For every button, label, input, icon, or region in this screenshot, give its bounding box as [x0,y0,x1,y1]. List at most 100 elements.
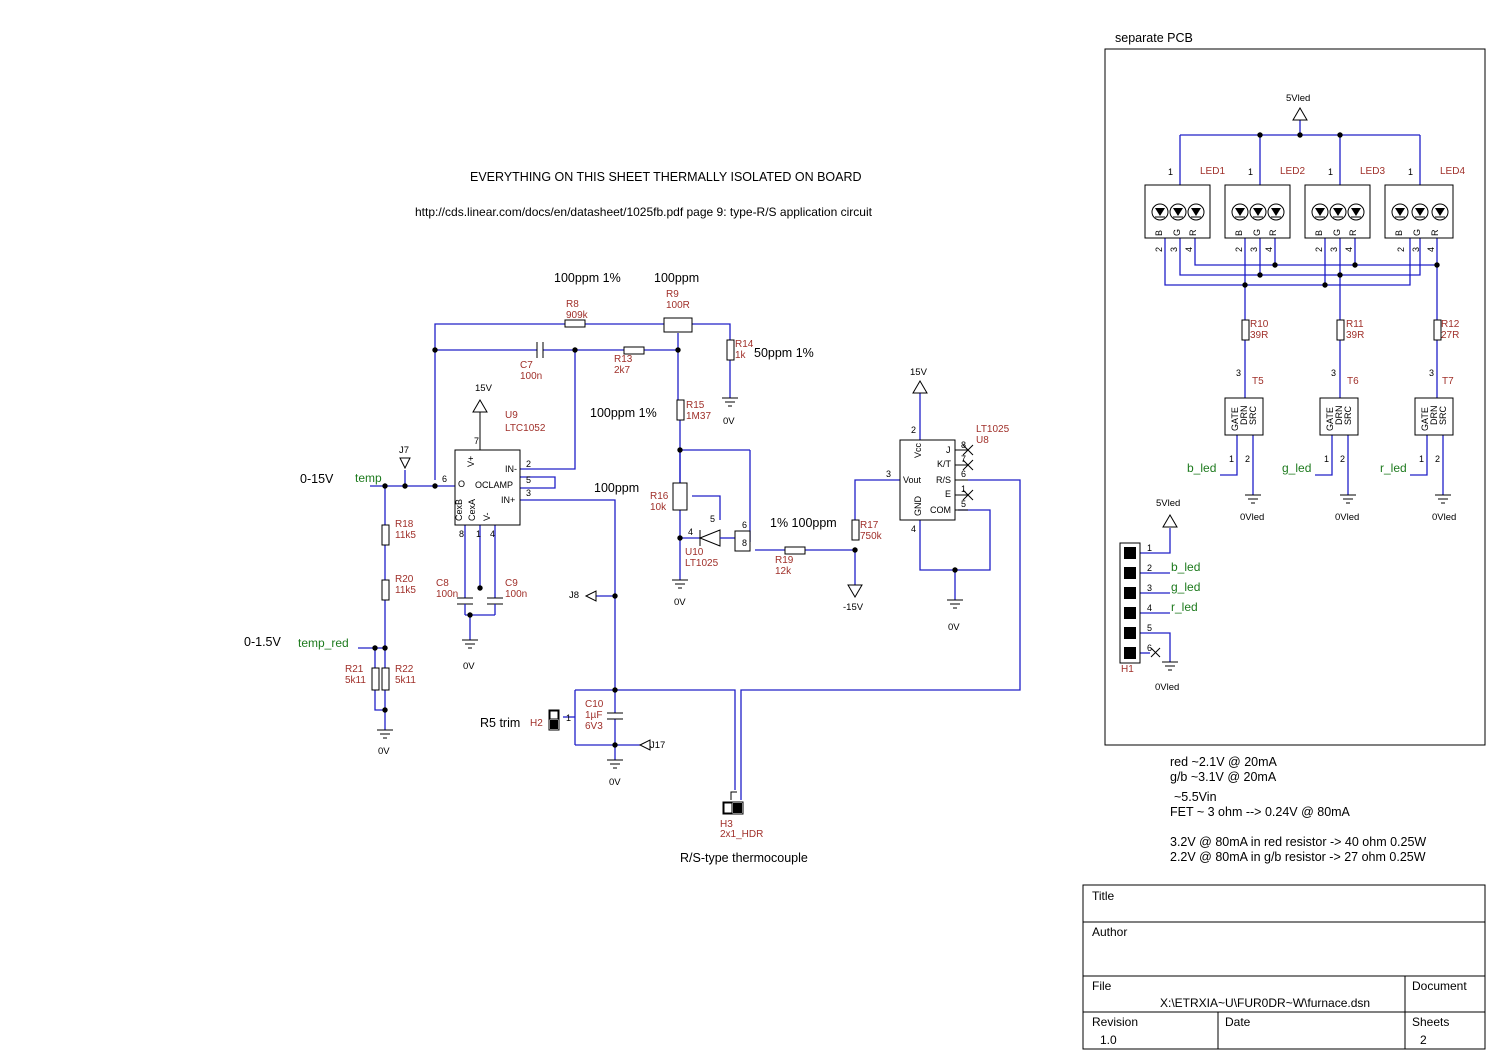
power-15v-u8: 15V [910,367,928,394]
led4: LED4 1 B G R 2 3 4 [1384,166,1465,252]
r21-ref: R21 [345,664,364,675]
r13-value: 2k7 [614,365,631,376]
gnd-u8-label: 0V [948,622,960,633]
led4-label: LED4 [1440,166,1465,177]
main-wires [358,323,1021,800]
ground-0vled-t6: 0Vled [1335,494,1359,523]
svg-text:B: B [1314,230,1324,236]
gnd-0vled-t7-label: 0Vled [1432,512,1456,523]
c10-ref: C10 [585,699,604,710]
tb-sheets-value: 2 [1420,1033,1427,1047]
svg-text:B: B [1234,230,1244,236]
svg-text:2: 2 [1154,247,1164,252]
svg-text:3: 3 [1236,368,1241,378]
net-b-led-h1: b_led [1171,560,1200,574]
svg-text:GATE: GATE [1325,407,1335,431]
r16-ref: R16 [650,491,669,502]
main-junctions [372,347,958,748]
resistor-r12: R12 27R [1433,319,1460,341]
r9-value: 100R [666,300,690,311]
capacitor-c7: C7 100n [520,342,544,382]
svg-text:3: 3 [886,469,891,479]
led-pcb-junctions [1242,132,1440,288]
r18-ref: R18 [395,519,414,530]
svg-text:G: G [1172,229,1182,236]
ground-r21: 0V [377,729,393,757]
svg-text:2: 2 [1147,563,1152,573]
annot-inplus-tol: 100ppm [594,481,639,495]
tb-file-value: X:\ETRXIA~U\FUR0DR~W\furnace.dsn [1160,996,1370,1010]
pwr-15v-u8-label: 15V [910,367,928,378]
svg-text:4: 4 [1264,247,1274,252]
svg-text:4: 4 [1426,247,1436,252]
u8-pin-vcc: Vcc [913,442,923,458]
ground-u10: 0V [672,579,688,608]
power-15v-u9: 15V [472,383,493,413]
ground-r14: 0V [722,397,738,427]
resistor-r20: R20 11k5 [381,574,416,601]
u9-value: LTC1052 [505,423,546,434]
r14-ref: R14 [735,339,754,350]
svg-text:R: R [1348,229,1358,236]
c7-value: 100n [520,371,542,382]
fet-t5: T5 3 GATE DRN SRC 1 2 [1224,368,1264,464]
svg-text:R: R [1188,229,1198,236]
u9-ref: U9 [505,410,518,421]
u8-pin-rs: R/S [936,475,951,485]
svg-text:8: 8 [742,538,747,548]
r10-value: 39R [1250,330,1268,341]
net-g-led-h1: g_led [1171,580,1200,594]
ground-0vled-h1: 0Vled [1155,661,1179,693]
svg-text:3: 3 [1249,247,1259,252]
resistor-r13: R13 2k7 [614,346,645,376]
led1-label: LED1 [1200,166,1225,177]
gnd-r21-label: 0V [378,746,390,757]
resistor-r14: R14 1k [726,339,754,361]
annot-r5-trim: R5 trim [480,716,520,730]
u8-pin-com: COM [930,505,951,515]
ic-u8-lt1025: LT1025 U8 2 Vcc 3 Vout GND 4 J K/T R/S E… [886,424,1010,534]
separate-pcb-label: separate PCB [1115,31,1193,45]
svg-text:R: R [1430,229,1440,236]
svg-text:2: 2 [1435,454,1440,464]
svg-text:7: 7 [474,436,479,446]
led-note-5: 3.2V @ 80mA in red resistor -> 40 ohm 0.… [1170,835,1426,849]
u8-ref: U8 [976,435,989,446]
svg-text:6: 6 [1147,643,1152,653]
u9-pin-cexa: CexA [467,499,477,521]
j7-label: J7 [399,445,409,456]
svg-text:4: 4 [1344,247,1354,252]
svg-text:G: G [1332,229,1342,236]
resistor-r17: R17 750k [851,519,883,542]
u8-pin-vout: Vout [903,475,922,485]
pwr-5vled-top-label: 5Vled [1286,93,1310,104]
svg-text:1: 1 [1168,167,1173,177]
svg-text:SRC: SRC [1248,405,1258,425]
r8-value: 909k [566,310,589,321]
c8-value: 100n [436,589,458,600]
svg-text:5: 5 [961,499,966,509]
resistor-r21: R21 5k11 [345,664,380,691]
r16-value: 10k [650,502,667,513]
sheet-title-note: EVERYTHING ON THIS SHEET THERMALLY ISOLA… [470,170,862,184]
separate-pcb-border [1104,48,1486,746]
u8-pin-j: J [946,445,951,455]
ground-0vled-t7: 0Vled [1432,494,1456,523]
net-temp-red: temp_red [298,636,349,650]
svg-text:3: 3 [1147,583,1152,593]
r17-ref: R17 [860,520,879,531]
header-h1: 5Vled H1 1 2 3 4 5 6 [1119,498,1180,675]
header-h3: H3 2x1_HDR [720,791,763,840]
capacitor-c8: C8 100n [436,578,473,608]
svg-text:B: B [1154,230,1164,236]
svg-text:GATE: GATE [1420,407,1430,431]
net-r-led-h1: r_led [1171,600,1198,614]
svg-text:1: 1 [1147,543,1152,553]
svg-text:DRN: DRN [1334,406,1344,426]
c10-value: 1µF [585,710,602,721]
t7-label: T7 [1442,376,1454,387]
svg-text:1: 1 [476,529,481,539]
svg-text:1: 1 [1324,454,1329,464]
svg-text:2: 2 [1396,247,1406,252]
net-b-led-t5: b_led [1187,461,1216,475]
